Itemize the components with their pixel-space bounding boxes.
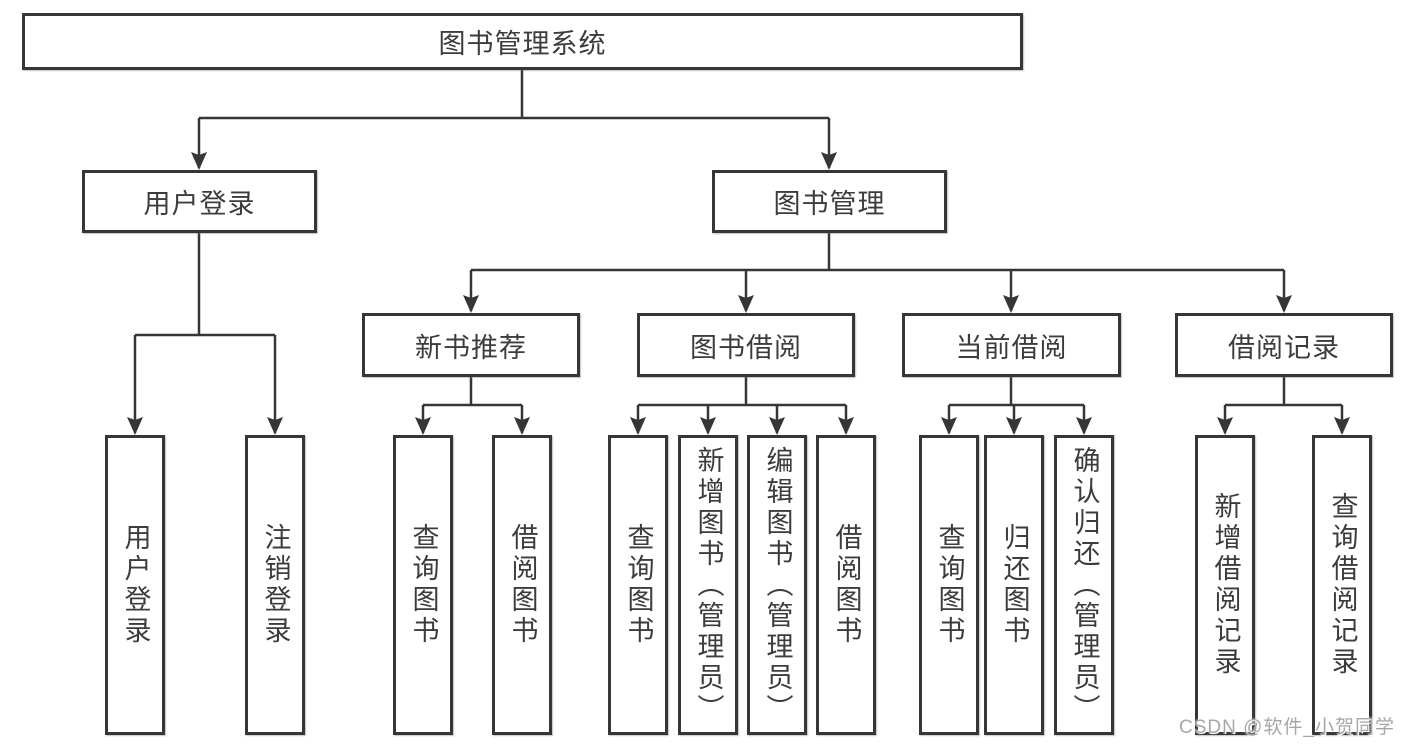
leaf-add-borrow-record-label: 新增借阅记录 [1210, 492, 1241, 678]
leaf-edit-book-admin: 编辑图书（管理员） [747, 435, 807, 735]
leaf-recommend-query-book-label: 查询图书 [408, 523, 439, 647]
watermark: CSDN @软件_小贺同学 [1179, 717, 1395, 738]
node-current-borrowing-label: 当前借阅 [955, 332, 1068, 363]
node-user-login: 用户登录 [82, 170, 317, 233]
leaf-logout: 注销登录 [245, 435, 305, 735]
node-book-management: 图书管理 [712, 170, 947, 233]
leaf-borrow-book: 借阅图书 [816, 435, 876, 735]
node-book-borrowing-label: 图书借阅 [690, 332, 802, 363]
leaf-recommend-borrow-book-label: 借阅图书 [507, 523, 538, 647]
node-library-management-system: 图书管理系统 [22, 13, 1023, 70]
leaf-borrow-query-book-label: 查询图书 [623, 523, 654, 647]
leaf-recommend-borrow-book: 借阅图书 [492, 435, 552, 735]
node-current-borrowing: 当前借阅 [902, 313, 1121, 377]
leaf-confirm-return-admin-label: 确认归还（管理员） [1069, 445, 1100, 725]
leaf-borrow-query-book: 查询图书 [608, 435, 668, 735]
leaf-current-query-book-label: 查询图书 [934, 523, 965, 647]
leaf-add-book-admin-label: 新增图书（管理员） [693, 445, 724, 725]
leaf-logout-label: 注销登录 [260, 523, 291, 647]
node-book-borrowing: 图书借阅 [637, 313, 855, 377]
leaf-query-borrow-record: 查询借阅记录 [1312, 435, 1372, 735]
node-new-book-recommendation-label: 新书推荐 [415, 332, 527, 363]
leaf-query-borrow-record-label: 查询借阅记录 [1327, 492, 1358, 678]
node-new-book-recommendation: 新书推荐 [362, 313, 580, 377]
leaf-edit-book-admin-label: 编辑图书（管理员） [762, 445, 793, 725]
leaf-recommend-query-book: 查询图书 [393, 435, 453, 735]
leaf-confirm-return-admin: 确认归还（管理员） [1054, 435, 1114, 735]
node-library-management-system-label: 图书管理系统 [438, 29, 607, 59]
node-user-login-label: 用户登录 [143, 189, 256, 219]
node-borrowing-records-label: 借阅记录 [1228, 332, 1340, 363]
leaf-add-book-admin: 新增图书（管理员） [678, 435, 738, 735]
leaf-borrow-book-label: 借阅图书 [831, 523, 862, 647]
leaf-user-login: 用户登录 [105, 435, 165, 735]
leaf-current-query-book: 查询图书 [919, 435, 979, 735]
leaf-return-book: 归还图书 [984, 435, 1044, 735]
leaf-user-login-label: 用户登录 [120, 523, 151, 647]
node-book-management-label: 图书管理 [773, 189, 886, 219]
node-borrowing-records: 借阅记录 [1175, 313, 1393, 377]
leaf-add-borrow-record: 新增借阅记录 [1195, 435, 1255, 735]
leaf-return-book-label: 归还图书 [999, 523, 1030, 647]
